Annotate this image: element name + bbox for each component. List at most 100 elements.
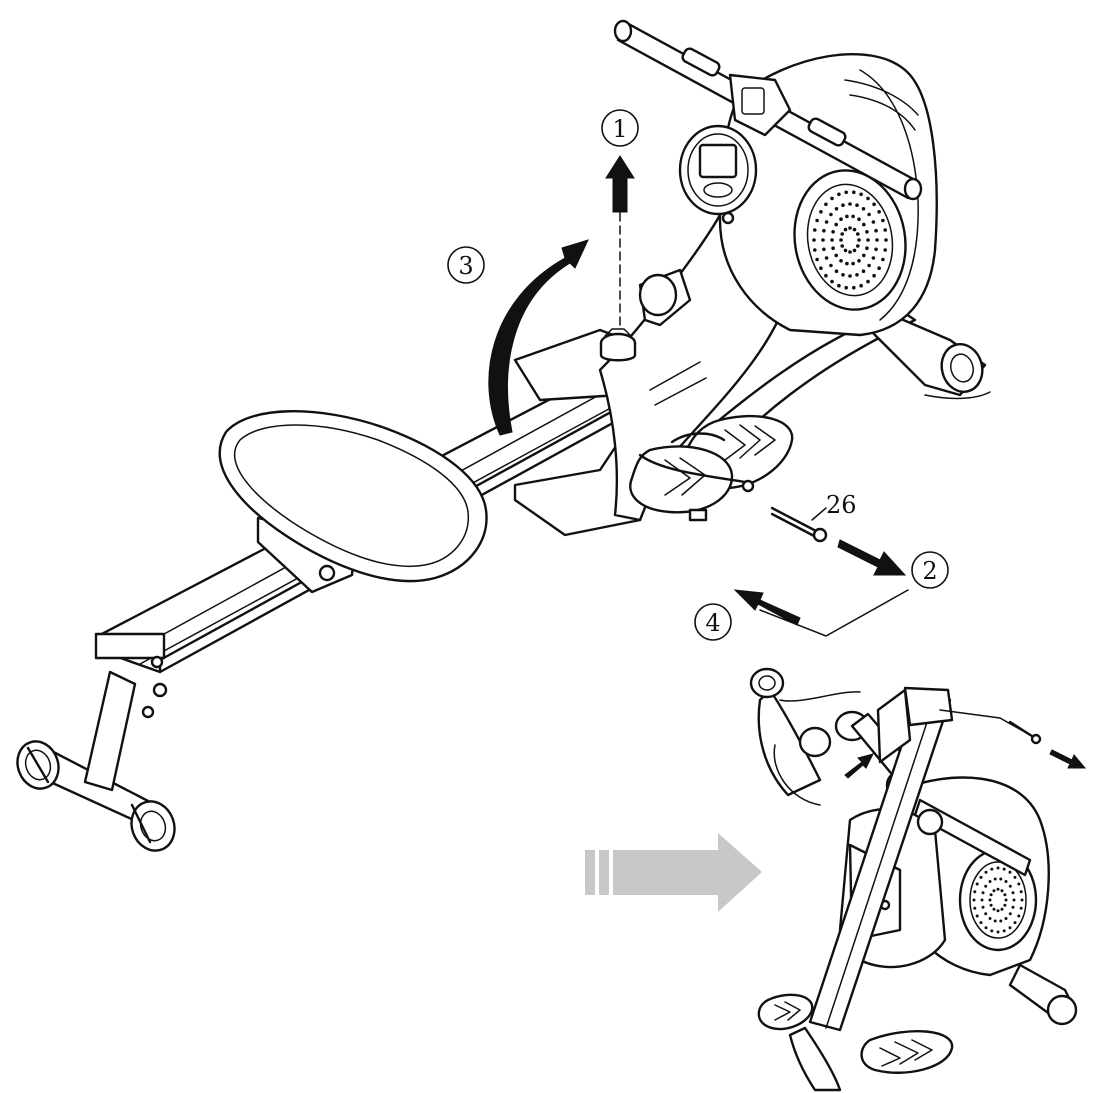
vent-hole: [1008, 884, 1012, 888]
vent-hole: [844, 190, 848, 195]
vent-hole: [865, 246, 869, 250]
step-label-4: 4: [694, 603, 732, 641]
vent-hole: [859, 192, 863, 197]
vent-hole: [852, 285, 856, 290]
vent-hole: [1011, 905, 1015, 909]
handlebar: [613, 19, 923, 201]
vent-hole: [1004, 880, 1008, 883]
vent-hole: [1000, 889, 1004, 893]
step-label-1: 1: [601, 109, 639, 147]
vent-hole: [875, 238, 879, 242]
vent-hole: [831, 230, 835, 234]
vent-hole: [989, 903, 993, 907]
vent-hole: [984, 912, 988, 916]
vent-hole: [1008, 870, 1012, 874]
step-number-2: 2: [922, 557, 937, 585]
vent-hole: [857, 238, 861, 242]
vent-hole: [861, 269, 866, 274]
vent-hole: [852, 248, 857, 253]
transition-arrow: [585, 833, 762, 912]
vent-hole: [857, 217, 861, 221]
vent-hole: [988, 880, 992, 883]
vent-hole: [824, 202, 828, 207]
vent-hole: [856, 244, 860, 248]
vent-hole: [829, 263, 833, 268]
vent-hole: [813, 248, 817, 252]
vent-hole: [865, 230, 869, 234]
vent-hole: [984, 870, 988, 874]
vent-hole: [819, 210, 823, 214]
vent-hole: [996, 909, 1000, 913]
vent-hole: [1000, 907, 1004, 911]
vent-hole: [881, 257, 885, 262]
vent-hole: [852, 227, 857, 232]
vent-hole: [996, 930, 1000, 934]
folded-vent-holes: [972, 866, 1024, 934]
vent-hole: [1011, 891, 1015, 895]
vent-hole: [1003, 903, 1007, 907]
step-2-arrow: [837, 539, 907, 576]
step-4-arrow: [733, 589, 909, 637]
vent-hole: [824, 256, 829, 260]
vent-hole: [1008, 926, 1012, 930]
vent-hole: [834, 222, 838, 227]
vent-hole: [844, 285, 848, 290]
monitor-console: [678, 124, 758, 225]
vent-hole: [822, 247, 826, 252]
vent-hole: [848, 274, 852, 278]
vent-hole: [979, 921, 983, 925]
vent-hole: [872, 273, 876, 278]
vent-hole: [839, 238, 843, 242]
step-label-3: 3: [447, 246, 485, 284]
rower-unfolded: [16, 19, 991, 852]
vent-hole: [992, 889, 996, 893]
vent-hole: [1012, 898, 1016, 902]
vent-hole: [851, 261, 855, 266]
pin-part-26: [770, 506, 828, 543]
vent-hole: [843, 227, 848, 232]
vent-hole: [855, 203, 859, 207]
vent-hole: [837, 283, 841, 288]
vent-hole: [996, 887, 1000, 891]
vent-hole: [837, 192, 841, 197]
vent-hole: [821, 238, 825, 242]
vent-hole: [1002, 867, 1006, 871]
vent-hole: [834, 253, 838, 258]
vent-hole: [830, 279, 834, 284]
vent-hole: [990, 867, 994, 871]
vent-hole: [874, 228, 878, 233]
vent-hole: [859, 283, 863, 288]
vent-hole: [840, 244, 844, 248]
vent-hole: [988, 917, 992, 920]
vent-hole: [1013, 875, 1017, 879]
vent-hole: [1017, 882, 1021, 886]
vent-hole: [834, 207, 839, 211]
vent-hole: [872, 202, 876, 207]
vent-holes: [812, 190, 888, 290]
vent-hole: [866, 279, 870, 284]
vent-hole: [851, 214, 855, 219]
vent-hole: [815, 257, 819, 262]
vent-hole: [1003, 893, 1007, 897]
vent-hole: [815, 218, 819, 223]
vent-hole: [988, 898, 992, 902]
vent-hole: [881, 218, 885, 223]
vent-hole: [877, 210, 881, 214]
vent-hole: [866, 238, 870, 242]
vent-hole: [999, 877, 1003, 881]
vent-hole: [884, 238, 888, 242]
vent-hole: [856, 232, 860, 236]
vent-hole: [993, 919, 997, 923]
vent-hole: [996, 866, 1000, 870]
vent-hole: [989, 893, 993, 897]
vent-hole: [1013, 921, 1017, 925]
vent-hole: [848, 202, 852, 206]
vent-hole: [980, 898, 984, 902]
vent-hole: [973, 890, 977, 894]
step-label-2: 2: [911, 551, 949, 589]
vent-hole: [840, 232, 844, 236]
vent-hole: [1004, 917, 1008, 920]
vent-hole: [831, 246, 835, 250]
vent-hole: [1008, 912, 1012, 916]
